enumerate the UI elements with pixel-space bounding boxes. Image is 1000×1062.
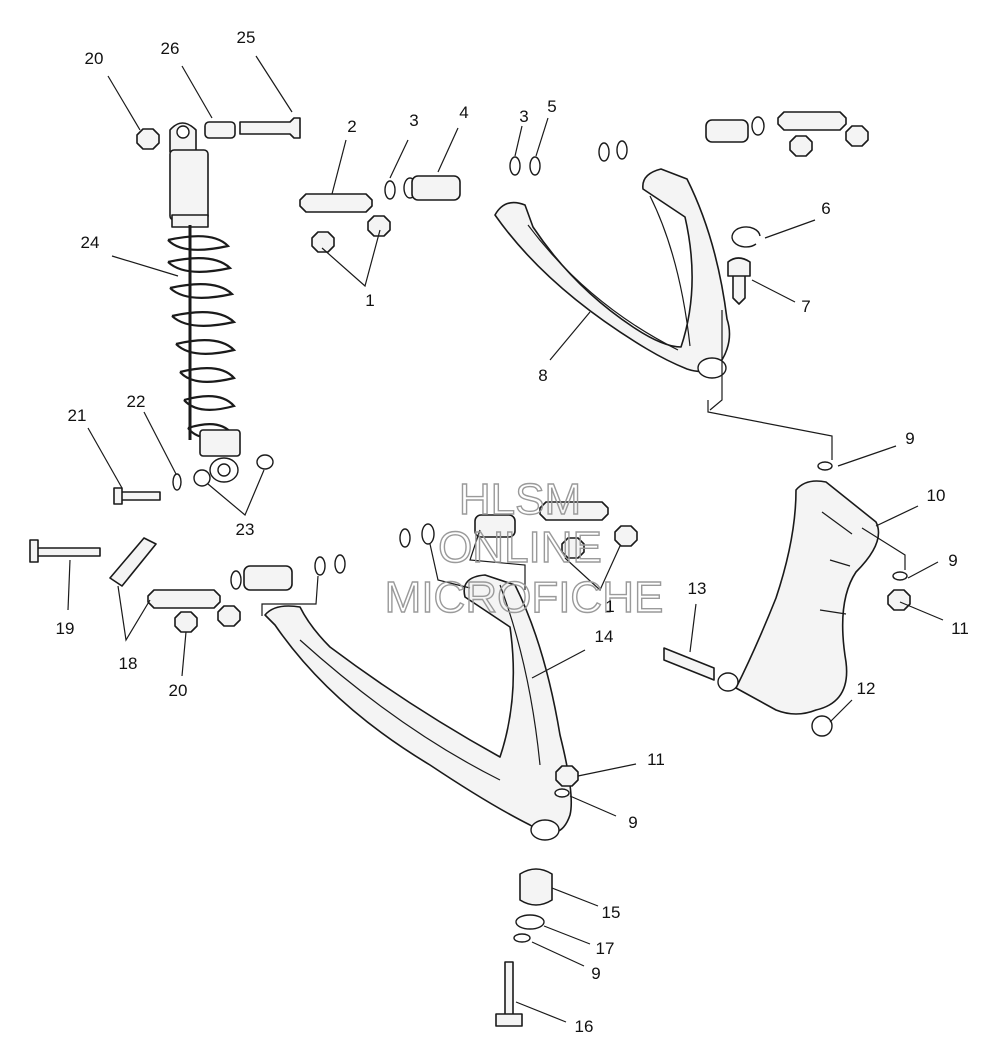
callout-12: 12 (857, 679, 876, 698)
upper-a-arm (494, 168, 731, 379)
callout-1: 1 (365, 291, 374, 310)
callout-14: 14 (595, 627, 614, 646)
callout-9: 9 (591, 964, 600, 983)
watermark-line-1: HLSM (459, 475, 581, 524)
callout-15: 15 (602, 903, 621, 922)
callout-3: 3 (409, 111, 418, 130)
lower-a-arm (264, 574, 572, 841)
lower-arm-hardware (29, 501, 638, 1027)
callout-10: 10 (927, 486, 946, 505)
callout-numbers: 20 26 25 2 3 4 3 5 6 7 8 1 24 21 22 23 9… (56, 28, 969, 1036)
shock-hardware (113, 117, 301, 505)
callout-24: 24 (81, 233, 100, 252)
callout-11: 11 (951, 619, 969, 638)
callout-3: 3 (519, 107, 528, 126)
callout-25: 25 (237, 28, 256, 47)
watermark-line-3: MICROFICHE (385, 573, 664, 622)
callout-20: 20 (85, 49, 104, 68)
shock-absorber (167, 122, 241, 483)
watermark-line-2: ONLINE (438, 523, 602, 572)
steering-knuckle (663, 461, 911, 737)
callout-9: 9 (905, 429, 914, 448)
callout-8: 8 (538, 366, 547, 385)
callout-2: 2 (347, 117, 356, 136)
callout-21: 21 (68, 406, 87, 425)
callout-7: 7 (801, 297, 810, 316)
callout-17: 17 (596, 939, 615, 958)
callout-19: 19 (56, 619, 75, 638)
callout-1: 1 (605, 597, 614, 616)
callout-22: 22 (127, 392, 146, 411)
callout-11: 11 (647, 750, 665, 769)
watermark: HLSM ONLINE MICROFICHE (384, 474, 664, 622)
callout-6: 6 (821, 199, 830, 218)
callout-13: 13 (688, 579, 707, 598)
callout-9: 9 (628, 813, 637, 832)
callout-18: 18 (119, 654, 138, 673)
leader-lines (67, 55, 944, 1023)
callout-5: 5 (547, 97, 556, 116)
callout-4: 4 (459, 103, 468, 122)
callout-16: 16 (575, 1017, 594, 1036)
callout-9: 9 (948, 551, 957, 570)
callout-23: 23 (236, 520, 255, 539)
upper-arm-hardware (299, 111, 869, 305)
callout-20: 20 (169, 681, 188, 700)
callout-26: 26 (161, 39, 180, 58)
